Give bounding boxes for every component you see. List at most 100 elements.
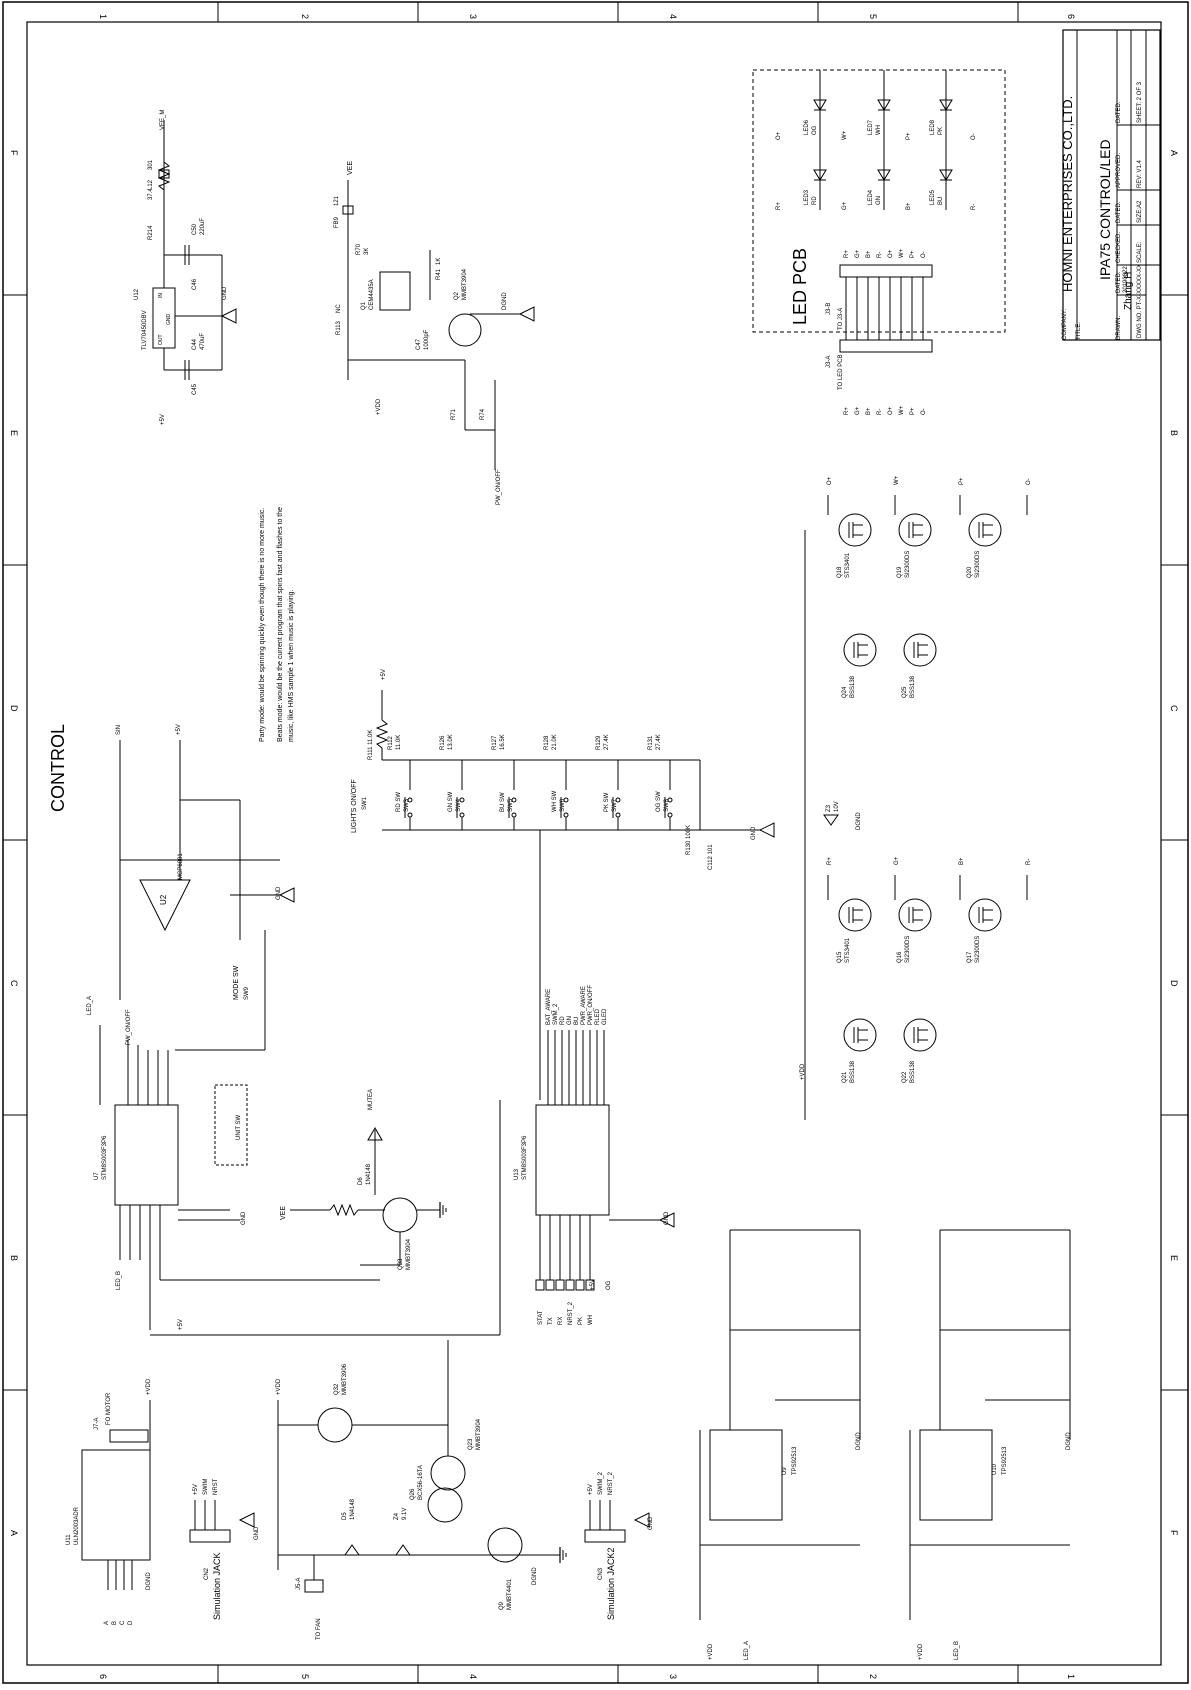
switch-ref: SW4 <box>456 798 462 812</box>
checked-label: CHECKED: <box>1116 232 1122 263</box>
zone-top-6: 6 <box>1066 14 1076 19</box>
zone-left-D: D <box>9 705 19 712</box>
switch-label: OG SW <box>656 791 662 812</box>
u12-pin-gnd: GND <box>166 314 172 326</box>
fb9-ref: FB9 <box>334 216 340 228</box>
switch-ref: SW8 <box>664 798 670 812</box>
company-name: HOMNI ENTERPRISES CO.,LTD. <box>1060 96 1075 292</box>
mosfet-vdd: +VDD <box>800 1063 806 1080</box>
mosfet-ref: Q25 <box>902 686 908 698</box>
j3b-ref: J3-B <box>826 303 832 315</box>
u13-bottom-net: STAT <box>538 1310 544 1325</box>
led-pcb-net: W+ <box>842 130 848 140</box>
u13-bottom-net: PK <box>578 1317 584 1325</box>
led-ref: LED3 <box>804 189 810 205</box>
dated-value: 20190822 <box>1123 266 1129 293</box>
sheet-value: SHEET: 2 OF 3 <box>1137 81 1143 123</box>
mosfet-ref: Q22 <box>902 1071 908 1083</box>
motor-pin-label: D <box>128 1620 134 1625</box>
rail-top-net: P+ <box>959 477 965 485</box>
cn2-ref: CN2 <box>204 1567 210 1580</box>
led-ref: LED6 <box>804 119 810 135</box>
u7-5v: +5V <box>178 1319 184 1330</box>
q2-dgnd: DGND <box>502 292 508 310</box>
u13-net-label: GLED <box>602 1008 608 1025</box>
scale-label: SCALE: <box>1137 241 1143 263</box>
zone-top-5: 5 <box>868 14 878 19</box>
u10-vdd: +VDD <box>918 1643 924 1660</box>
zone-left-B: B <box>9 1255 19 1261</box>
j3b-net: R+ <box>844 250 850 258</box>
mosfet-part: SI2300DS <box>975 551 981 578</box>
mutea-net: MUTEA <box>368 1089 374 1110</box>
approved-label: APPROVED: <box>1116 153 1122 188</box>
led-pcb-connectors: J3-B TO J3-A J3-A TO LED PCB <box>826 264 933 390</box>
u11-vdd: +VDD <box>146 1378 152 1395</box>
z4-value: 9.1V <box>402 1508 408 1520</box>
mcu-u7: U7 STM8S003F3P6 LED_A PW_ON/OFF UNIT SW … <box>87 996 500 1336</box>
u9-led-a: LED_A <box>744 1641 750 1660</box>
r70-ref: R70 <box>356 243 362 255</box>
net-vee-top: VEE <box>347 161 354 175</box>
motor-pin-label: C <box>120 1620 126 1625</box>
zone-left-E: E <box>9 430 19 436</box>
j3a-net: G+ <box>855 406 861 415</box>
l12-value: 301 <box>148 159 154 170</box>
drawn-by: Zhang H <box>1123 272 1134 310</box>
ladder-resistor-value: 13.0K <box>448 734 454 750</box>
switch-ref: SW7 <box>612 798 618 812</box>
led-driver-u10: U10 TPS92513 LED_B +VDD DGND <box>909 1229 1072 1660</box>
fan-driver: +VDD Q32 MMBT3906 Q23 MMBT3904 Q26 BCX56… <box>276 1340 567 1640</box>
q9-ref: Q9 <box>499 1601 505 1610</box>
mosfet-ref: Q18 <box>837 566 843 578</box>
mosfet-part: SI2300DS <box>905 936 911 963</box>
mosfet-part: BSS138 <box>910 675 916 698</box>
r130-label: R130 100K <box>686 825 692 855</box>
l12-ref: L12 <box>148 179 154 190</box>
rail-bottom-net: R- <box>1026 859 1032 865</box>
u13-part: STM8S003F3P6 <box>522 1135 528 1180</box>
u12-gnd-net: GND <box>222 286 228 300</box>
u2-ref: U2 <box>159 894 168 905</box>
u13-og: OG <box>606 1280 612 1290</box>
cn3-label: Simulation JACK2 <box>606 1547 616 1620</box>
j3b-net: P+ <box>910 250 916 258</box>
note-line-3: music, like HMS sample 1 when music is p… <box>288 589 295 742</box>
dated-label: DATED: <box>1116 271 1122 293</box>
j3a-net: O- <box>921 408 927 415</box>
pw-onoff-net: PW_ON/OFF <box>496 469 502 505</box>
u13-bottom-net: WH <box>588 1315 594 1325</box>
led-pcb-net: O+ <box>776 131 782 140</box>
zone-right-E: E <box>1169 1255 1179 1261</box>
led-color: OG <box>812 125 818 135</box>
simulation-jack-cn3: CN3 Simulation JACK2 GND <box>584 1512 654 1620</box>
j3b-net: O- <box>921 251 927 258</box>
d6-part: 1N4148 <box>366 1163 372 1185</box>
mosfet-ref: Q24 <box>842 686 848 698</box>
u13-bottom-net: TX <box>548 1317 554 1325</box>
ladder-resistor-value: 16.5K <box>500 734 506 750</box>
opamp-u2: U2 MCP6001 SIN GND +5V MODE SW SW9 <box>116 724 295 1051</box>
led-ref: LED7 <box>868 119 874 135</box>
u12-pin-in: IN <box>158 293 164 298</box>
dwg-no: DWG NO. PT-X-XXXXX-XX <box>1137 264 1143 338</box>
c44-ref: C44 <box>192 338 198 350</box>
q1-part: CEM4435A <box>369 279 375 310</box>
j3b-net: W+ <box>899 248 905 258</box>
ladder-resistor-value: 21.0K <box>552 734 558 750</box>
net-vee-m: VEE_M <box>160 110 166 130</box>
ladder-resistor-ref: R126 <box>440 735 446 750</box>
mosfet-part: BSS138 <box>850 675 856 698</box>
ladder-resistor-ref: R131 <box>648 735 654 750</box>
